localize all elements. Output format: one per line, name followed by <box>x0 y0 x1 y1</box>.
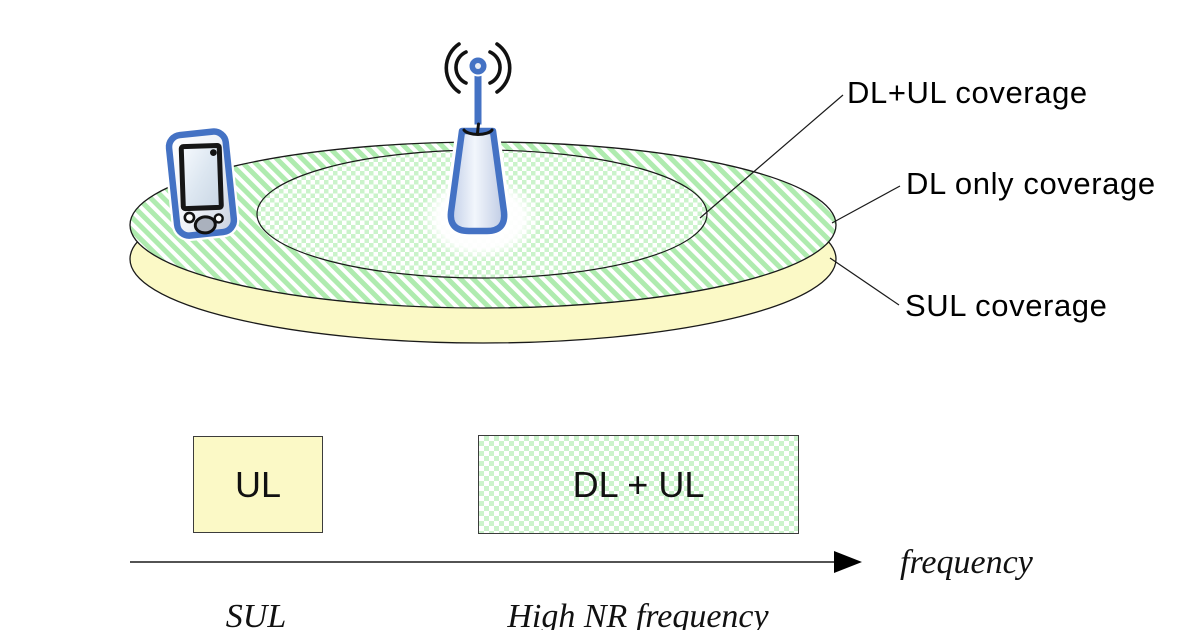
high-nr-frequency-band-name-label: High NR frequency <box>507 598 769 630</box>
sul-band-name-label: SUL <box>225 598 287 630</box>
base-station-cone <box>447 127 508 235</box>
frequency-axis-label: frequency <box>900 544 1033 581</box>
device-button-right <box>213 213 224 224</box>
device-camera-dot <box>210 149 217 156</box>
label-sul-coverage: SUL coverage <box>905 288 1108 323</box>
leader-line-sul <box>829 257 900 306</box>
base-station-icon <box>444 42 512 238</box>
frequency-axis-arrow <box>130 551 862 573</box>
radio-waves-icon <box>444 42 512 94</box>
device-screen <box>178 142 224 212</box>
leader-line-dl-only <box>831 185 901 224</box>
device-button-left <box>183 211 196 224</box>
ul-band-box: UL <box>193 436 323 533</box>
leader-lines <box>699 94 901 306</box>
label-dl-only-coverage: DL only coverage <box>906 166 1156 201</box>
mobile-device-icon <box>163 126 240 242</box>
label-dl-ul-coverage: DL+UL coverage <box>847 75 1088 110</box>
leader-line-dl-ul <box>699 94 844 219</box>
dl-ul-band-box: DL + UL <box>478 435 799 534</box>
device-button-center <box>193 215 217 235</box>
